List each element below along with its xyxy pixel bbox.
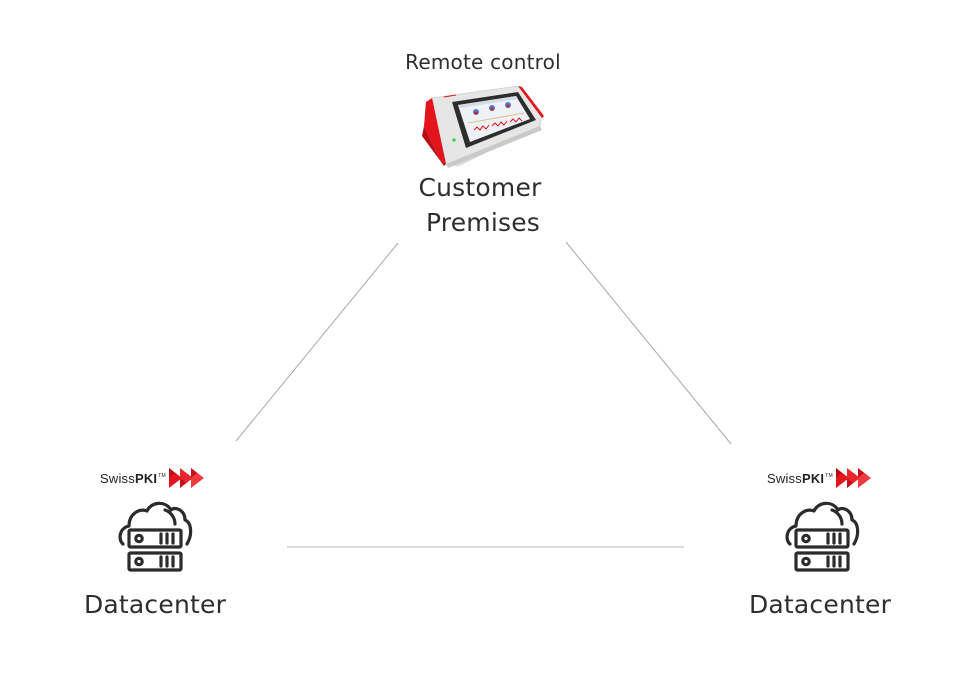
brand-bold: PKI (801, 470, 825, 486)
customer-title-line2: Premises (425, 208, 541, 237)
brand-trademark: TM (158, 472, 166, 479)
customer-premises-title: Customer Premises (380, 170, 580, 240)
connector-customer-to-left-datacenter (235, 242, 399, 442)
swisspki-logo: SwissPKITM (767, 466, 876, 490)
datacenter-node-right: SwissPKITM (757, 462, 887, 582)
brand-prefix: Swiss (767, 470, 802, 486)
brand-trademark: TM (825, 472, 833, 479)
customer-title-line1: Customer (418, 173, 542, 202)
datacenter-node-left: SwissPKITM (90, 462, 220, 582)
datacenter-left-title: Datacenter (83, 590, 227, 619)
swisspki-arrows-icon (168, 468, 204, 488)
remote-control-caption: Remote control (405, 50, 561, 74)
connector-customer-to-right-datacenter (565, 241, 732, 445)
swisspki-wordmark: SwissPKITM (100, 471, 166, 486)
swisspki-logo: SwissPKITM (100, 466, 209, 490)
swisspki-wordmark: SwissPKITM (767, 471, 833, 486)
control-panel-device-icon (422, 86, 544, 168)
brand-bold: PKI (134, 470, 158, 486)
datacenter-right-title: Datacenter (748, 590, 892, 619)
swisspki-arrows-icon (835, 468, 871, 488)
cloud-server-icon (785, 501, 860, 572)
brand-prefix: Swiss (100, 470, 135, 486)
cloud-server-icon (118, 501, 193, 572)
